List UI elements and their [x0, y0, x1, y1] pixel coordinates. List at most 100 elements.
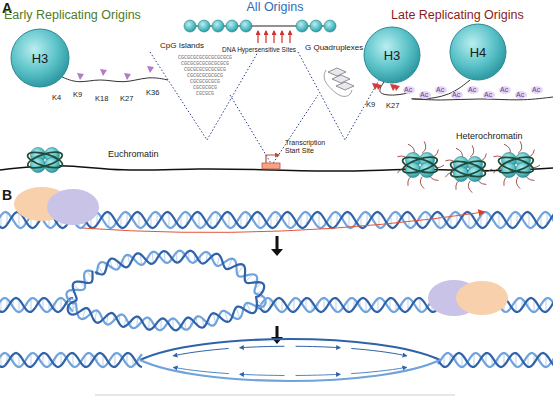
modification-mark	[77, 73, 84, 80]
nucleosome	[493, 141, 540, 188]
base-pair	[139, 212, 140, 227]
base-pair	[236, 307, 240, 318]
base-pair	[546, 299, 547, 312]
panel-heading: All Origins	[247, 1, 304, 15]
nucleosome	[445, 145, 492, 192]
histone-circle: H3	[363, 26, 421, 84]
nucleosome-bead	[212, 20, 224, 32]
acetyl-flag	[531, 86, 543, 94]
base-pair	[31, 299, 32, 312]
base-pair	[420, 298, 421, 311]
residue-label: K27	[386, 102, 399, 110]
histone-shape	[364, 27, 420, 83]
nascent-strand	[173, 348, 228, 355]
base-pair	[229, 212, 230, 227]
dna-wrap	[401, 154, 439, 177]
acetyl-mark: Ac	[452, 91, 460, 99]
dna-strand	[0, 353, 142, 367]
base-pair	[95, 310, 97, 321]
quadruplex-strand	[324, 70, 352, 96]
residue-label: K36	[146, 89, 159, 97]
base-pair	[169, 212, 170, 227]
base-pair	[152, 252, 154, 263]
acetyl-mark: Ac	[500, 86, 508, 94]
methyl-mark	[376, 84, 382, 90]
nascent-strand	[240, 346, 285, 347]
quadruplex-tetrad	[336, 82, 354, 90]
histone-tail	[420, 177, 424, 189]
nascent-strand	[351, 348, 406, 355]
acetyl-flag	[419, 91, 431, 99]
base-pair	[259, 212, 260, 227]
residue-label: K18	[95, 95, 108, 103]
base-pair	[336, 298, 337, 311]
funnel-line	[150, 52, 258, 140]
step-arrow	[276, 236, 279, 250]
sequence-text: CGCGCGCGCG	[190, 80, 220, 86]
hypersensitive-arrow	[289, 31, 290, 43]
base-pair	[409, 212, 410, 227]
hypersensitive-arrow	[273, 31, 274, 43]
modification-mark	[124, 73, 131, 80]
base-pair	[199, 212, 200, 227]
histone-tail	[518, 141, 522, 153]
dna-strand	[68, 251, 264, 331]
step-arrow	[276, 326, 279, 338]
dna-strand	[438, 353, 553, 367]
base-pair	[115, 354, 116, 367]
nucleosome-bead	[296, 20, 308, 32]
base-pair	[109, 212, 110, 227]
nucleosome-bead	[198, 20, 210, 32]
nucleosome	[397, 141, 444, 188]
nucleosome-bead	[240, 20, 252, 32]
histone-tail	[60, 76, 168, 82]
base-pair	[294, 299, 295, 312]
modification-mark	[147, 66, 154, 73]
dna-wrap	[26, 149, 64, 172]
histone-name: H3	[363, 49, 421, 62]
region-label: Euchromatin	[108, 150, 159, 160]
sequence-text: CGCGCGCGCGCGCG	[184, 68, 226, 74]
dna-strand	[438, 353, 553, 367]
acetyl-mark: Ac	[468, 86, 476, 94]
histone-name: H4	[449, 46, 507, 59]
acetyl-flag	[435, 86, 447, 94]
sequence-text: CGCGCGCGCGCGCGCG	[181, 62, 229, 68]
nucleosome	[26, 148, 64, 173]
acetyl-flag	[499, 86, 511, 94]
nascent-strand	[174, 367, 229, 373]
histone-circle: H4	[449, 23, 507, 81]
histone-shape	[450, 24, 506, 80]
histone-tail	[412, 80, 553, 100]
nascent-strand	[351, 367, 406, 373]
panel-heading: Late Replicating Origins	[391, 9, 524, 23]
artwork	[0, 20, 553, 395]
histone-tail	[422, 141, 426, 153]
base-pair	[31, 354, 32, 367]
acetyl-mark: Ac	[436, 86, 444, 94]
residue-label: K9	[73, 91, 82, 99]
histone-shape	[11, 29, 69, 87]
feature-label: DNA Hypersensitive Sites	[222, 46, 296, 53]
step-arrowhead	[271, 249, 283, 256]
nucleosome-bead	[310, 20, 322, 32]
dna-wrap	[449, 158, 487, 181]
dna-strand	[258, 298, 553, 312]
divider-line	[95, 395, 455, 396]
panel-heading: Early Replicating Origins	[4, 9, 141, 23]
feature-label: CpG Islands	[160, 42, 204, 51]
histone-circle: H3	[10, 28, 70, 88]
parent-strand	[140, 360, 440, 381]
dna-wrap	[497, 154, 535, 175]
funnel-line	[230, 95, 318, 165]
base-pair	[237, 265, 243, 274]
base-pair	[73, 353, 74, 366]
methyl-mark	[394, 85, 400, 91]
acetyl-mark: Ac	[420, 91, 428, 99]
dna-strand	[0, 298, 73, 312]
acetyl-mark: Ac	[484, 91, 492, 99]
dna-strand	[258, 298, 553, 312]
base-pair	[379, 212, 380, 227]
nascent-strand	[296, 374, 340, 375]
